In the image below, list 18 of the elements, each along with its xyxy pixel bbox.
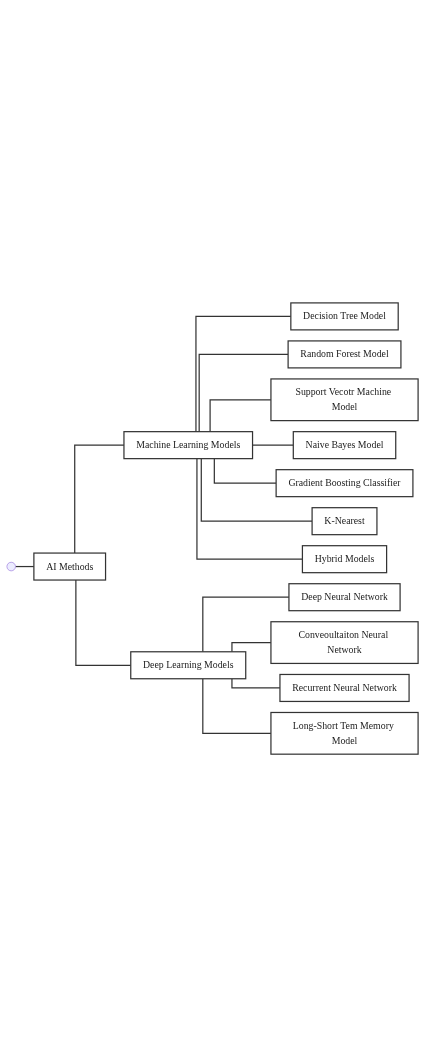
node-box bbox=[123, 431, 254, 460]
node-box bbox=[292, 431, 397, 460]
node-box bbox=[301, 545, 388, 574]
node-box bbox=[270, 711, 419, 755]
node-box bbox=[275, 469, 414, 498]
node-box bbox=[288, 583, 401, 612]
connector bbox=[200, 457, 313, 522]
node-box bbox=[290, 302, 399, 331]
node-box bbox=[130, 651, 247, 680]
node-box bbox=[279, 673, 410, 702]
tree-diagram: AI Methods Machine Learning Models Deep Learning Models Decision Tree Model Random Forest Model Support Vecotr Machine Model Naive Bayes Model Gradient Boosting Classifier K-Nearest Hybrid Models Deep Neural Network Conveoultaiton Neural Network Recurrent Neural Network Long-Short Tem Memory Model bbox=[2, 297, 423, 760]
node-box bbox=[270, 621, 419, 664]
node-box bbox=[311, 507, 378, 536]
node-box bbox=[287, 340, 402, 369]
node-box bbox=[33, 552, 107, 581]
connector bbox=[213, 457, 277, 484]
node-box bbox=[270, 378, 419, 422]
connector bbox=[198, 353, 289, 433]
